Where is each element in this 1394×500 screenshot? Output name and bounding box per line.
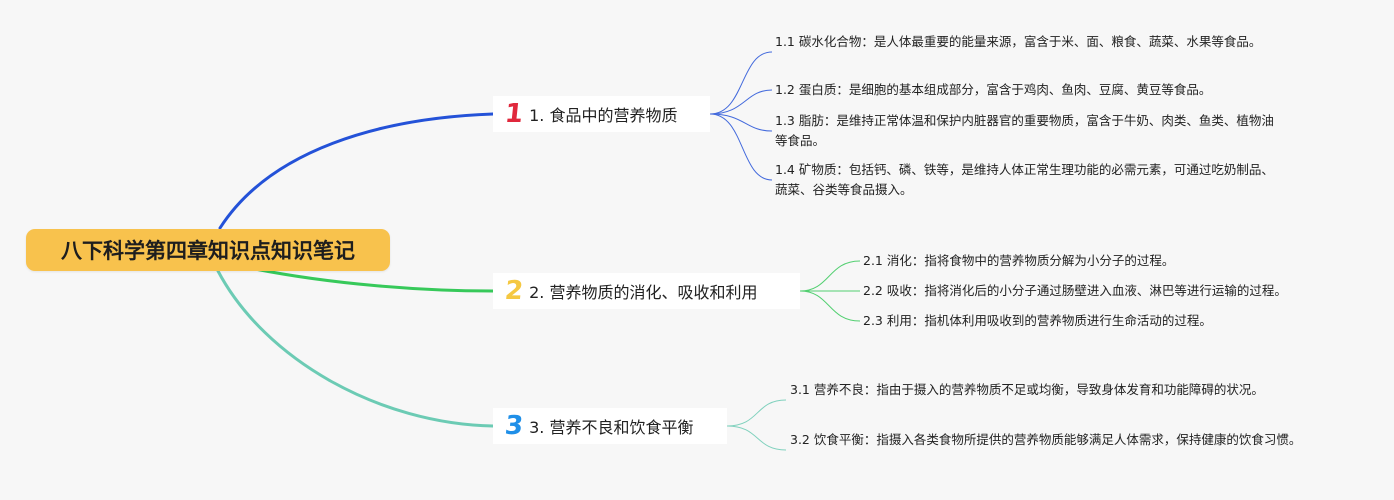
number-3-icon: 3 [503,411,525,441]
branch-2-label: 2. 营养物质的消化、吸收和利用 [529,283,758,302]
branch-3-label: 3. 营养不良和饮食平衡 [529,418,694,437]
number-1-icon: 1 [503,99,525,129]
leaf-1-2[interactable]: 1.2 蛋白质：是细胞的基本组成部分，富含于鸡肉、鱼肉、豆腐、黄豆等食品。 [775,82,1212,97]
branch-1-label: 1. 食品中的营养物质 [529,106,678,125]
leaf-2-3[interactable]: 2.3 利用：指机体利用吸收到的营养物质进行生命活动的过程。 [863,313,1212,328]
branch-3-connector [216,269,495,428]
root-topic[interactable]: 八下科学第四章知识点知识笔记 [26,229,390,271]
leaf-1-4[interactable]: 1.4 矿物质：包括钙、磷、铁等，是维持人体正常生理功能的必需元素，可通过吃奶制… [775,162,1274,197]
branch-3-topic[interactable]: 3 3. 营养不良和饮食平衡 [493,408,727,444]
leaf-1-3[interactable]: 1.3 脂肪：是维持正常体温和保护内脏器官的重要物质，富含于牛奶、肉类、鱼类、植… [775,113,1274,148]
leaf-2-1[interactable]: 2.1 消化：指将食物中的营养物质分解为小分子的过程。 [863,253,1175,268]
branch-3-leaf-connectors [726,399,787,451]
leaf-1-1[interactable]: 1.1 碳水化合物：是人体最重要的能量来源，富含于米、面、粮食、蔬菜、水果等食品… [775,34,1262,49]
branch-1-topic[interactable]: 1 1. 食品中的营养物质 [493,96,710,132]
leaf-3-2[interactable]: 3.2 饮食平衡：指摄入各类食物所提供的营养物质能够满足人体需求，保持健康的饮食… [790,432,1302,447]
leaf-3-1[interactable]: 3.1 营养不良：指由于摄入的营养物质不足或均衡，导致身体发育和功能障碍的状况。 [790,382,1264,397]
branch-2-leaf-connectors [799,260,861,322]
branch-2-topic[interactable]: 2 2. 营养物质的消化、吸收和利用 [493,273,800,309]
leaf-2-2[interactable]: 2.2 吸收：指将消化后的小分子通过肠壁进入血液、淋巴等进行运输的过程。 [863,283,1287,298]
branch-2-connector [248,266,495,293]
branch-1-connector [218,112,495,230]
number-2-icon: 2 [503,276,525,306]
branch-1-leaf-connectors [709,51,773,181]
